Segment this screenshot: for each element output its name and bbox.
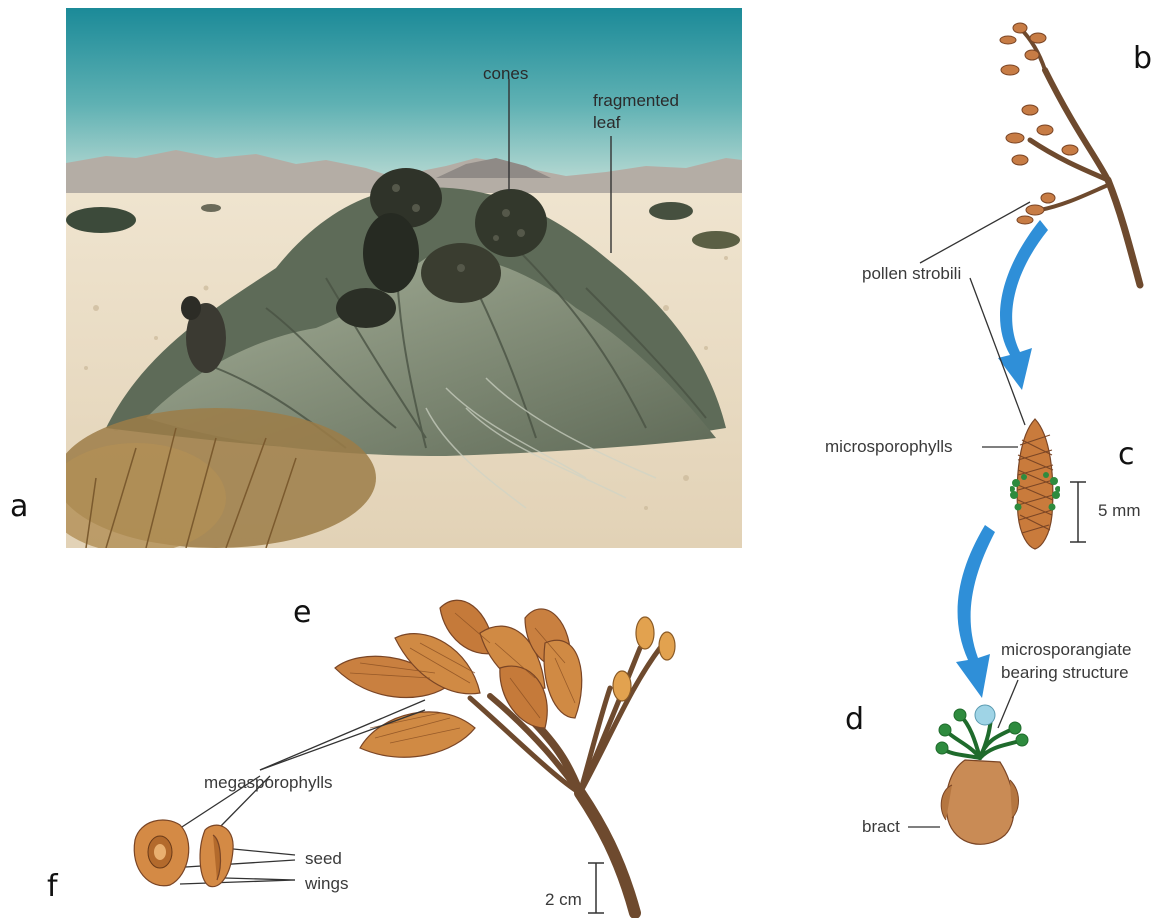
label-microsporangiate-line2: bearing structure (1001, 663, 1129, 683)
label-megasporophylls: megasporophylls (204, 773, 333, 793)
label-fragmented-leaf-line2: leaf (593, 113, 620, 133)
label-cones: cones (483, 64, 528, 84)
label-bract: bract (862, 817, 900, 837)
pollen-cone (1010, 415, 1060, 550)
arrow-b-to-c (998, 220, 1048, 390)
label-microsporophylls: microsporophylls (825, 437, 953, 457)
microsporangiate-structure (930, 700, 1030, 855)
arrow-c-to-d (956, 525, 995, 698)
panel-letter-c: c (1118, 440, 1135, 470)
label-pollen-strobili: pollen strobili (862, 264, 961, 284)
label-microsporangiate-line1: microsporangiate (1001, 640, 1131, 660)
dry-shrub (66, 408, 376, 548)
seeds (125, 690, 435, 900)
panel-letter-d: d (845, 705, 864, 735)
panel-letter-f: f (47, 872, 58, 902)
panel-letter-b: b (1133, 44, 1152, 74)
seed-winged-1 (134, 820, 188, 886)
panel-letter-e: e (293, 598, 311, 628)
label-scale-5mm: 5 mm (1098, 501, 1141, 521)
label-fragmented-leaf-line1: fragmented (593, 91, 679, 111)
panel-letter-a: a (10, 492, 28, 522)
bract-shape (946, 760, 1014, 844)
label-scale-2cm: 2 cm (545, 890, 582, 910)
welwitschia-photo (66, 8, 742, 548)
label-seed: seed (305, 849, 342, 869)
label-wings: wings (305, 874, 348, 894)
seed-winged-2 (200, 825, 233, 886)
